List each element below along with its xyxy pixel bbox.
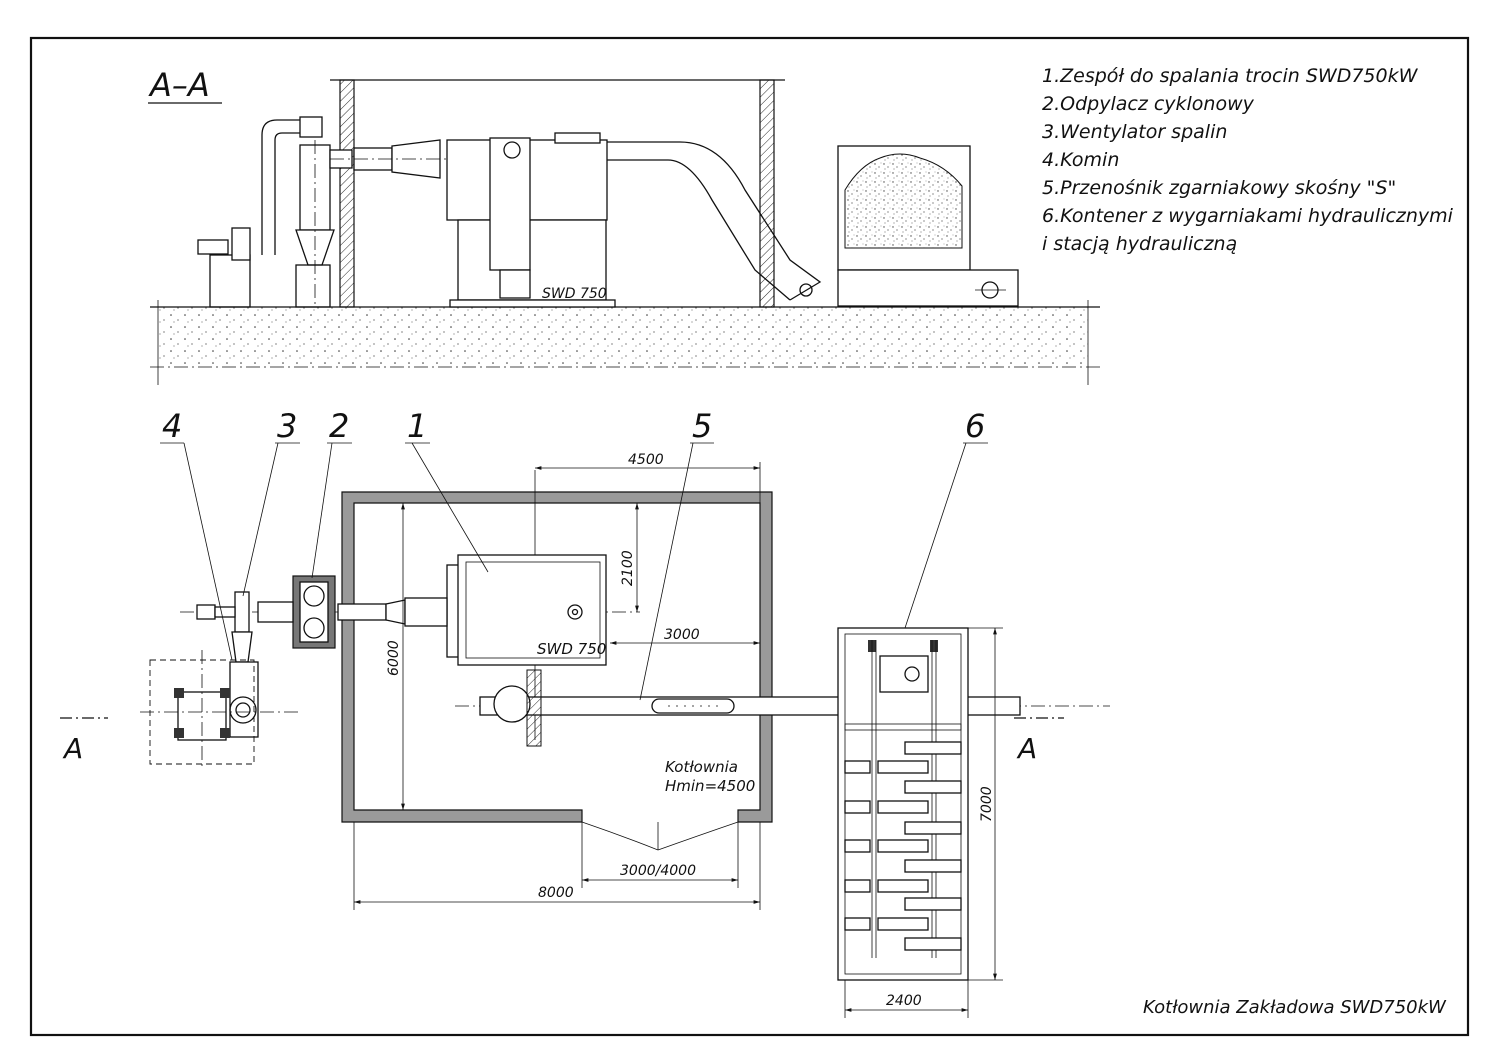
callout-1: 1	[407, 407, 427, 445]
legend-item-3: 3.Wentylator spalin	[1042, 121, 1227, 143]
dim-2100: 2100	[620, 550, 636, 586]
dim-6000: 6000	[386, 640, 402, 676]
section-marker-right: A	[1014, 717, 1064, 765]
svg-text:A: A	[1016, 732, 1037, 765]
sheet-border	[29, 36, 1470, 1037]
flue-duct-elevation	[329, 139, 460, 179]
concrete-slab	[158, 307, 1088, 367]
dim-4500: 4500	[628, 452, 664, 468]
section-view: A–A	[148, 66, 1100, 385]
callout-4: 4	[162, 407, 182, 445]
legend-item-6-cont: i stacją hydrauliczną	[1042, 233, 1237, 255]
legend-item-2: 2.Odpylacz cyklonowy	[1042, 93, 1255, 115]
right-wall-section	[759, 79, 775, 308]
plan-unit-label: SWD 750	[537, 640, 606, 658]
legend: 1.Zespół do spalania trocin SWD750kW 2.O…	[1042, 65, 1454, 255]
plan-view: SWD 750	[60, 407, 1110, 1018]
container-elevation	[837, 145, 1019, 307]
callout-5: 5	[692, 407, 712, 445]
section-title: A–A	[148, 66, 210, 104]
door-opening	[581, 821, 739, 851]
legend-item-6: 6.Kontener z wygarniakami hydraulicznymi	[1042, 205, 1454, 227]
conveyor-elevation	[607, 141, 822, 301]
dim-8000: 8000	[538, 885, 574, 901]
callout-3: 3	[277, 407, 297, 445]
section-unit-label: SWD 750	[542, 286, 607, 302]
legend-item-1: 1.Zespół do spalania trocin SWD750kW	[1042, 65, 1419, 87]
left-wall-section	[339, 79, 355, 308]
fan-chimney-plan	[140, 591, 300, 770]
container-plan	[837, 627, 969, 981]
cyclone-plan	[257, 575, 336, 649]
legend-item-5: 5.Przenośnik zgarniakowy skośny "S"	[1042, 177, 1396, 199]
boiler-elevation: SWD 750	[446, 132, 616, 308]
boiler-plan: SWD 750	[446, 554, 607, 666]
dim-3000: 3000	[664, 627, 700, 643]
legend-item-4: 4.Komin	[1042, 149, 1119, 171]
cyclone-elevation	[295, 140, 335, 308]
callout-leaders	[160, 442, 988, 701]
dim-7000: 7000	[979, 786, 995, 822]
flue-duct-plan	[337, 597, 448, 627]
dim-2400: 2400	[886, 993, 922, 1009]
svg-text:A: A	[62, 732, 83, 765]
dimension-lines	[353, 462, 1003, 1018]
room-label-height: Hmin=4500	[665, 777, 755, 795]
section-marker-left: A	[60, 717, 108, 765]
chimney-elevation	[197, 116, 323, 308]
room-label-name: Kotłownia	[665, 758, 738, 776]
dim-3000-4000: 3000/4000	[620, 863, 696, 879]
callout-6: 6	[965, 407, 985, 445]
callout-2: 2	[329, 407, 349, 445]
title-block: Kotłownia Zakładowa SWD750kW	[1143, 997, 1447, 1018]
